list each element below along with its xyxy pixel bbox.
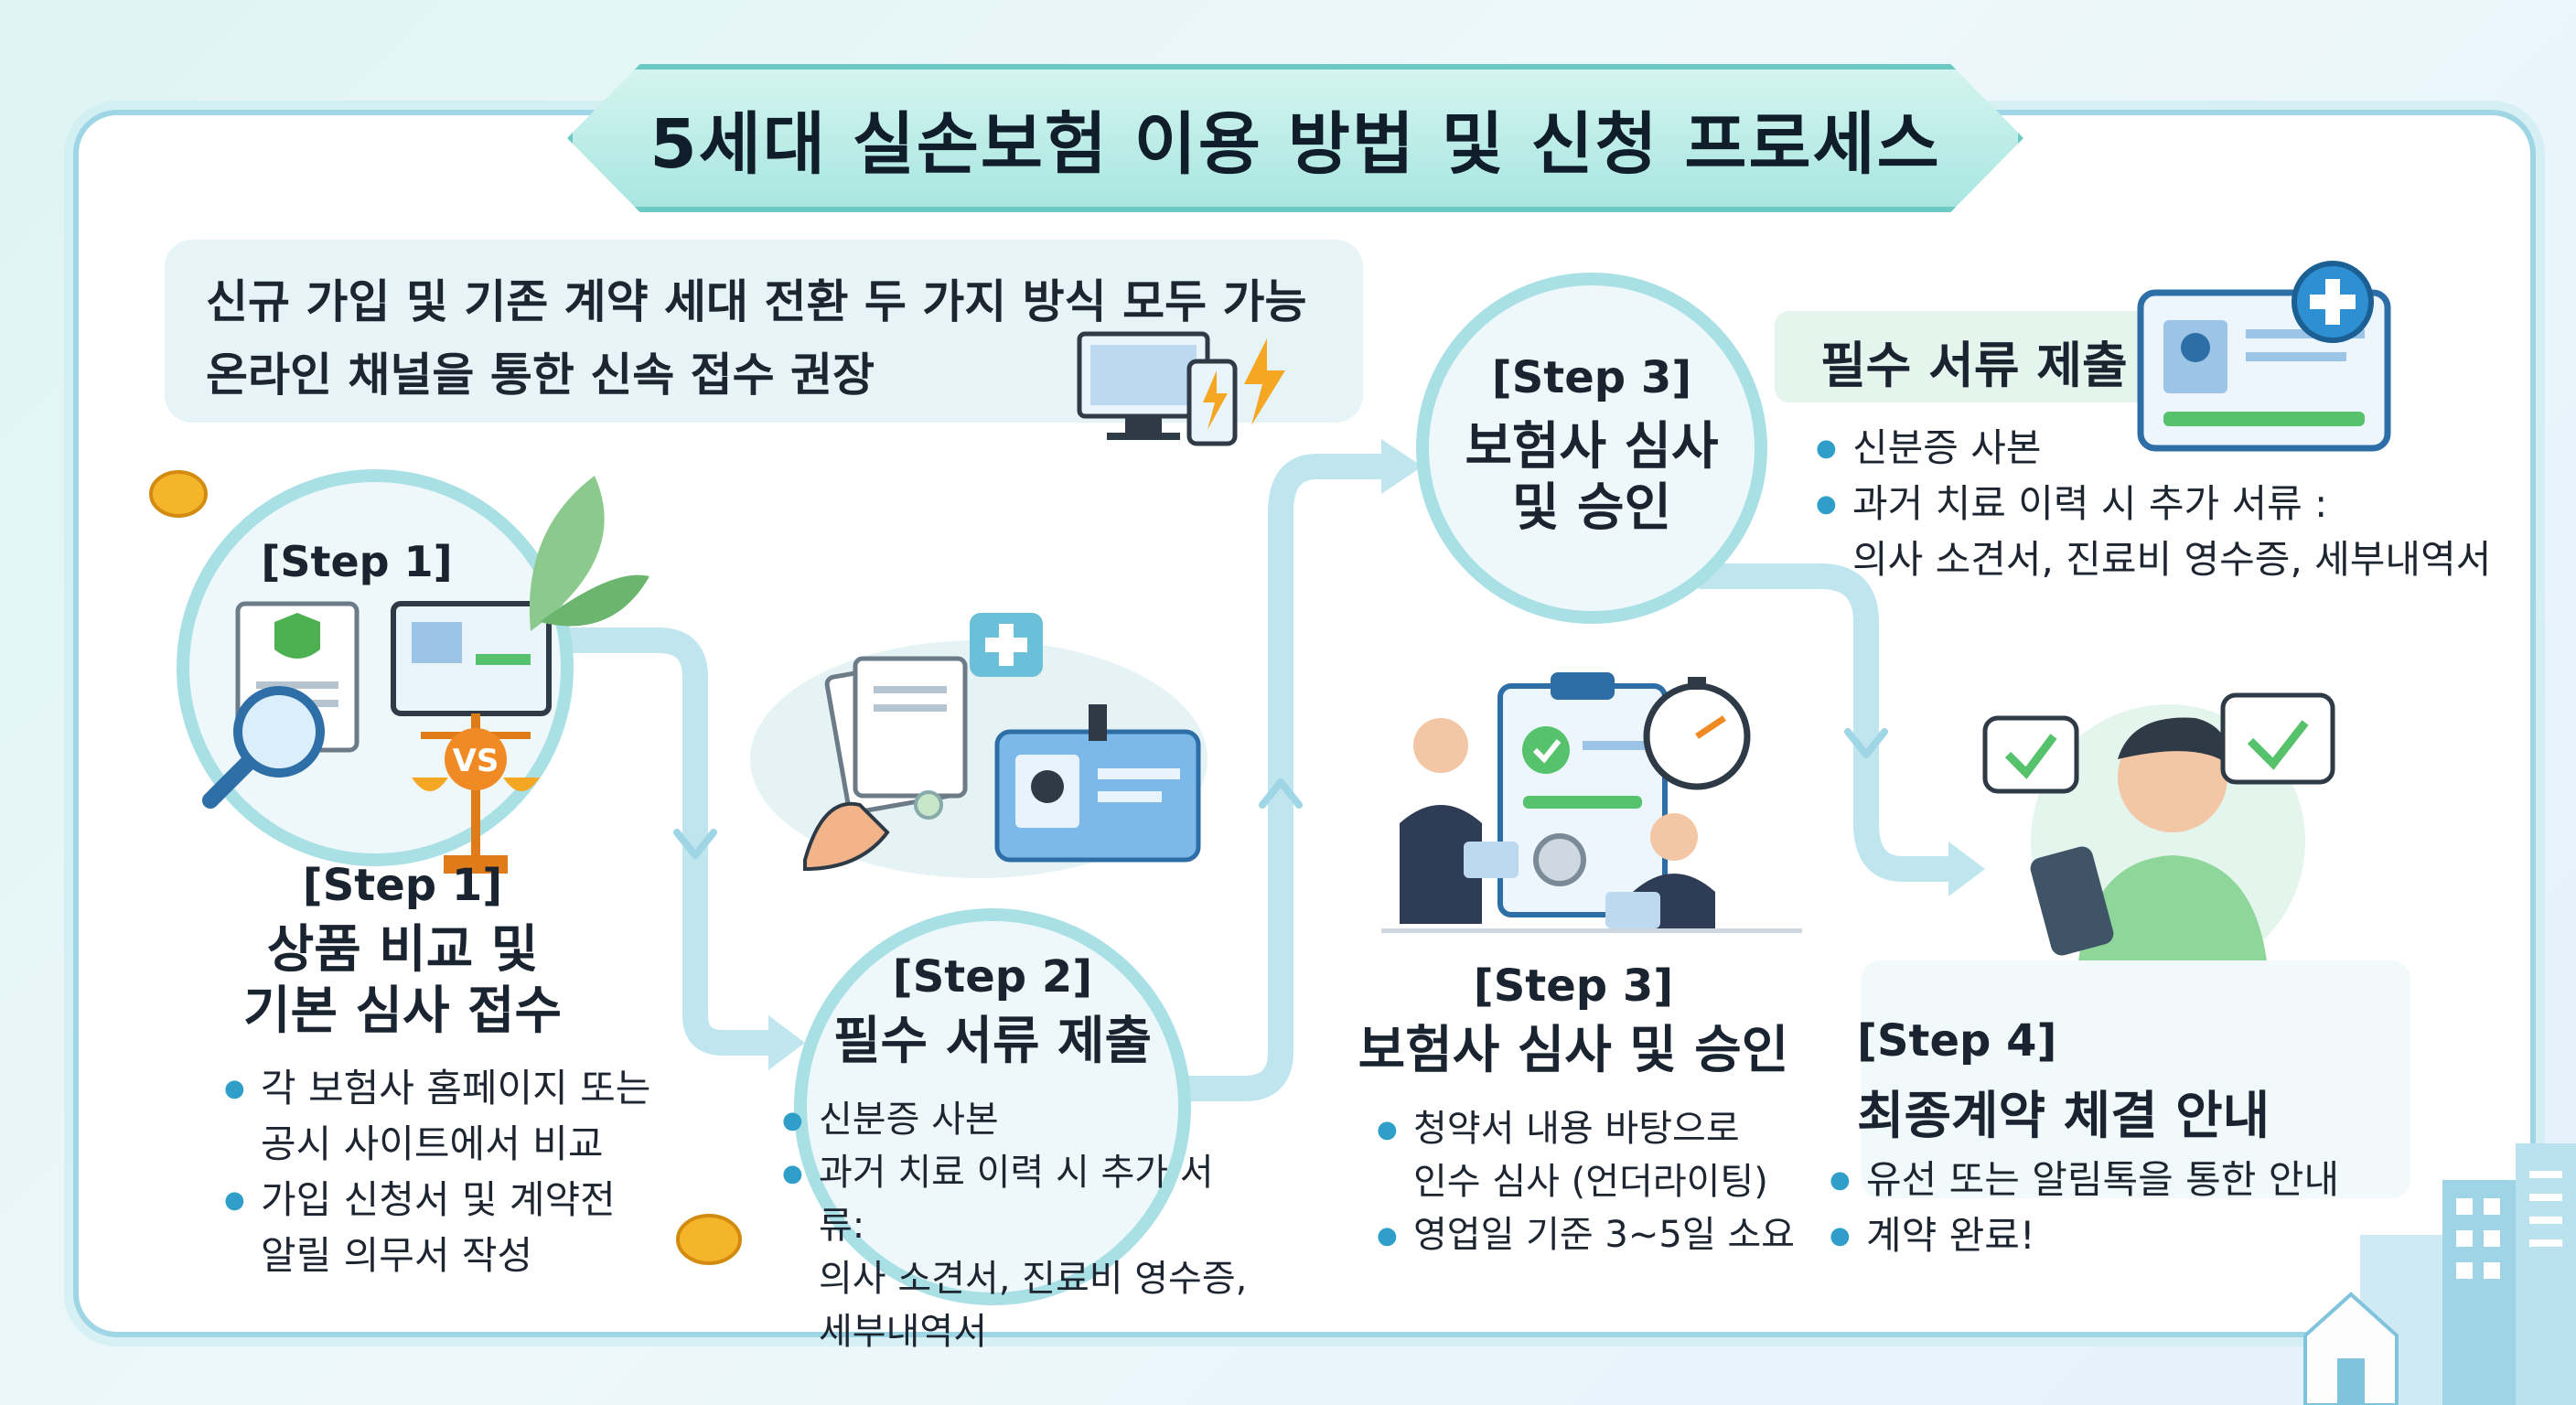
step4-bullets: 유선 또는 알림톡을 통한 안내 계약 완료!	[1830, 1153, 2342, 1264]
list-item: 신분증 사본	[782, 1093, 1258, 1148]
step3-circle-heading: 보험사 심사 및 승인	[1465, 417, 1719, 539]
step1-heading: 상품 비교 및 기본 심사 접수	[174, 919, 631, 1042]
id-card-icon	[2137, 261, 2391, 452]
step1-heading-line1: 상품 비교 및	[266, 920, 539, 980]
list-item: 유선 또는 알림톡을 통한 안내	[1830, 1153, 2342, 1208]
step1-heading-line2: 기본 심사 접수	[242, 981, 563, 1042]
step1-circle-label: [Step 1]	[261, 537, 452, 586]
list-item: 영업일 기준 3~5일 소요	[1377, 1208, 1834, 1263]
page-title: 5세대 실손보험 이용 방법 및 신청 프로세스	[649, 104, 1941, 184]
docs-panel-heading-bg	[1775, 311, 2177, 402]
list-item: 과거 치료 이력 시 추가 서류 :의사 소견서, 진료비 영수증, 세부내역서	[1816, 477, 2511, 588]
title-banner: 5세대 실손보험 이용 방법 및 신청 프로세스	[567, 64, 2023, 212]
coin-icon	[149, 470, 208, 518]
step4-person-illustration	[1982, 692, 2335, 979]
list-item: 과거 치료 이력 시 추가 서류:의사 소견서, 진료비 영수증,세부내역서	[782, 1146, 1258, 1358]
intro-line-1: 신규 가입 및 기존 계약 세대 전환 두 가지 방식 모두 가능	[206, 275, 1307, 328]
step2-documents-illustration	[750, 613, 1208, 878]
vs-label: VS	[453, 743, 499, 779]
vs-badge	[445, 728, 507, 790]
intro-box: 신규 가입 및 기존 계약 세대 전환 두 가지 방식 모두 가능 온라인 채널…	[165, 240, 1363, 423]
docs-panel-heading: 필수 서류 제출	[1820, 337, 2128, 394]
coin-icon	[676, 1214, 742, 1265]
step1-circle: VS [Step 1]	[177, 469, 574, 874]
step3-heading: 보험사 심사 및 승인	[1358, 1021, 1789, 1080]
step4-heading: 최종계약 체결 안내	[1857, 1087, 2270, 1146]
list-item: 계약 완료!	[1830, 1208, 2342, 1264]
step2-label: [Step 2]	[892, 951, 1093, 1003]
city-illustration	[2303, 1143, 2576, 1405]
leaf-icon	[529, 476, 649, 631]
step3-label: [Step 3]	[1473, 960, 1674, 1012]
docs-panel-bullets: 신분증 사본 과거 치료 이력 시 추가 서류 :의사 소견서, 진료비 영수증…	[1816, 421, 2511, 588]
step1-label: [Step 1]	[302, 860, 503, 911]
intro-line-2: 온라인 채널을 통한 신속 접수 권장	[206, 349, 875, 402]
step3-circle	[1416, 273, 1767, 624]
step2-heading: 필수 서류 제출	[832, 1012, 1153, 1071]
step3-circle-label: [Step 3]	[1491, 352, 1692, 403]
list-item: 신분증 사본	[1816, 421, 2511, 477]
step3-review-illustration	[1381, 672, 1802, 933]
step4-label: [Step 4]	[1857, 1015, 2057, 1067]
step2-bullets: 신분증 사본 과거 치료 이력 시 추가 서류:의사 소견서, 진료비 영수증,…	[782, 1093, 1258, 1358]
devices-icon	[1077, 331, 1285, 446]
